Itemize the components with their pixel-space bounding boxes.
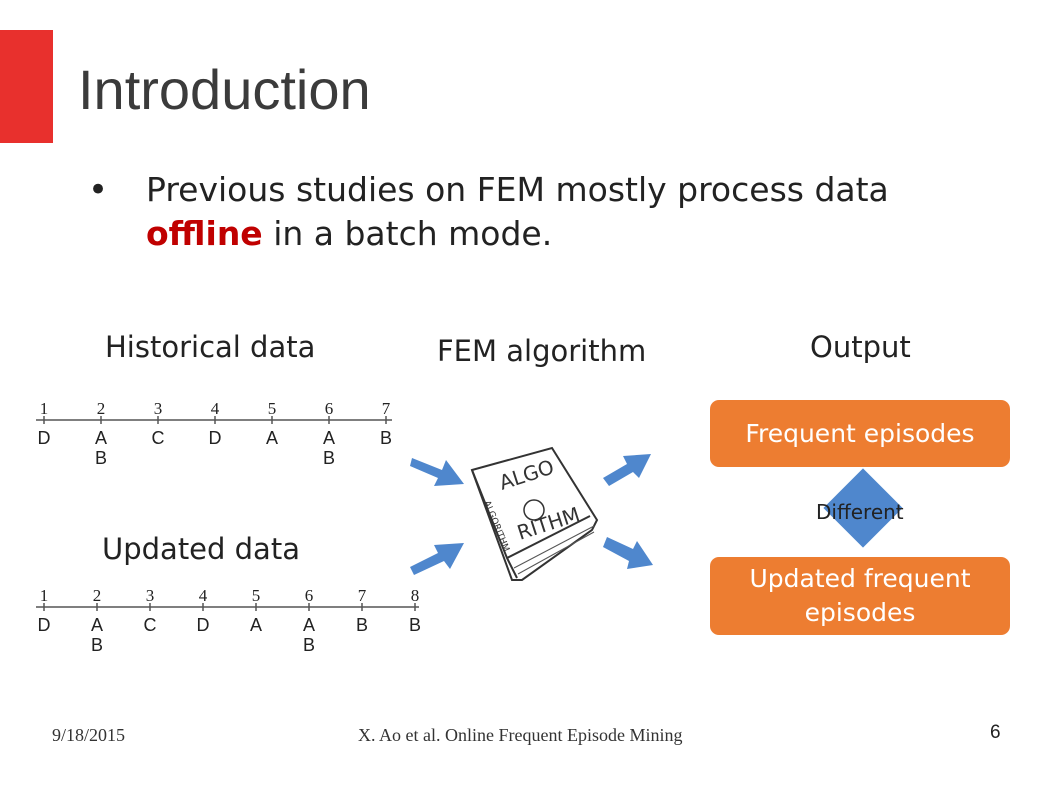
timeline-event: A <box>266 428 278 448</box>
timeline-tick-label: 5 <box>268 399 277 418</box>
timeline-event: D <box>38 428 51 448</box>
arrow-algorithm-to-output <box>603 454 651 486</box>
timeline-tick-label: 3 <box>154 399 163 418</box>
difference-label: Different <box>816 500 904 524</box>
timeline-event: A <box>250 615 262 635</box>
timeline-tick-label: 7 <box>358 586 367 605</box>
arrow-updated-to-algorithm <box>410 543 464 575</box>
slide-title: Introduction <box>78 58 371 121</box>
timeline-tick-label: 4 <box>211 399 220 418</box>
output-label: Output <box>810 330 911 364</box>
timeline-tick-label: 2 <box>93 586 102 605</box>
historical-data-label: Historical data <box>105 330 316 364</box>
timeline-event: B <box>95 448 107 468</box>
timeline-tick-label: 4 <box>199 586 208 605</box>
updated-data-label: Updated data <box>102 532 300 566</box>
timeline-tick-label: 8 <box>411 586 420 605</box>
timeline-tick-label: 5 <box>252 586 261 605</box>
footer-citation: X. Ao et al. Online Frequent Episode Min… <box>358 725 683 745</box>
timeline-event: A <box>323 428 335 448</box>
bullet-highlight: offline <box>146 214 263 253</box>
timeline-tick-label: 7 <box>382 399 391 418</box>
updated-frequent-episodes-box: Updated frequent episodes <box>710 557 1010 635</box>
timeline-event: B <box>91 635 103 655</box>
timeline-event: B <box>409 615 421 635</box>
timeline-event: C <box>152 428 165 448</box>
timeline-event: D <box>197 615 210 635</box>
bullet-text: Previous studies on FEM mostly process d… <box>146 168 1006 256</box>
bullet-symbol: • <box>88 170 109 210</box>
bullet-text-before: Previous studies on FEM mostly process d… <box>146 170 889 209</box>
bullet-text-after: in a batch mode. <box>262 214 553 253</box>
timeline-event: D <box>209 428 222 448</box>
timeline-event: B <box>356 615 368 635</box>
timeline-tick-label: 6 <box>305 586 314 605</box>
timeline-event: A <box>95 428 107 448</box>
timeline-event: B <box>323 448 335 468</box>
title-accent-bar <box>0 30 53 143</box>
timeline-event: B <box>303 635 315 655</box>
footer-date: 9/18/2015 <box>52 725 126 745</box>
arrow-algorithm-to-updated-output <box>603 537 653 569</box>
timeline-event: A <box>91 615 103 635</box>
timeline-tick-label: 1 <box>40 586 49 605</box>
timeline-tick-label: 2 <box>97 399 106 418</box>
arrow-historical-to-algorithm <box>410 458 464 486</box>
timeline-tick-label: 6 <box>325 399 334 418</box>
timeline-tick-label: 3 <box>146 586 155 605</box>
timeline-event: A <box>303 615 315 635</box>
timeline-tick-label: 1 <box>40 399 49 418</box>
timeline-event: C <box>144 615 157 635</box>
timeline-event: B <box>380 428 392 448</box>
timeline-event: D <box>38 615 51 635</box>
page-number: 6 <box>990 722 1001 743</box>
algorithm-label: FEM algorithm <box>437 334 647 368</box>
algorithm-book-icon: ALGO RITHM ALGORITHM <box>470 446 599 581</box>
frequent-episodes-box: Frequent episodes <box>710 400 1010 467</box>
